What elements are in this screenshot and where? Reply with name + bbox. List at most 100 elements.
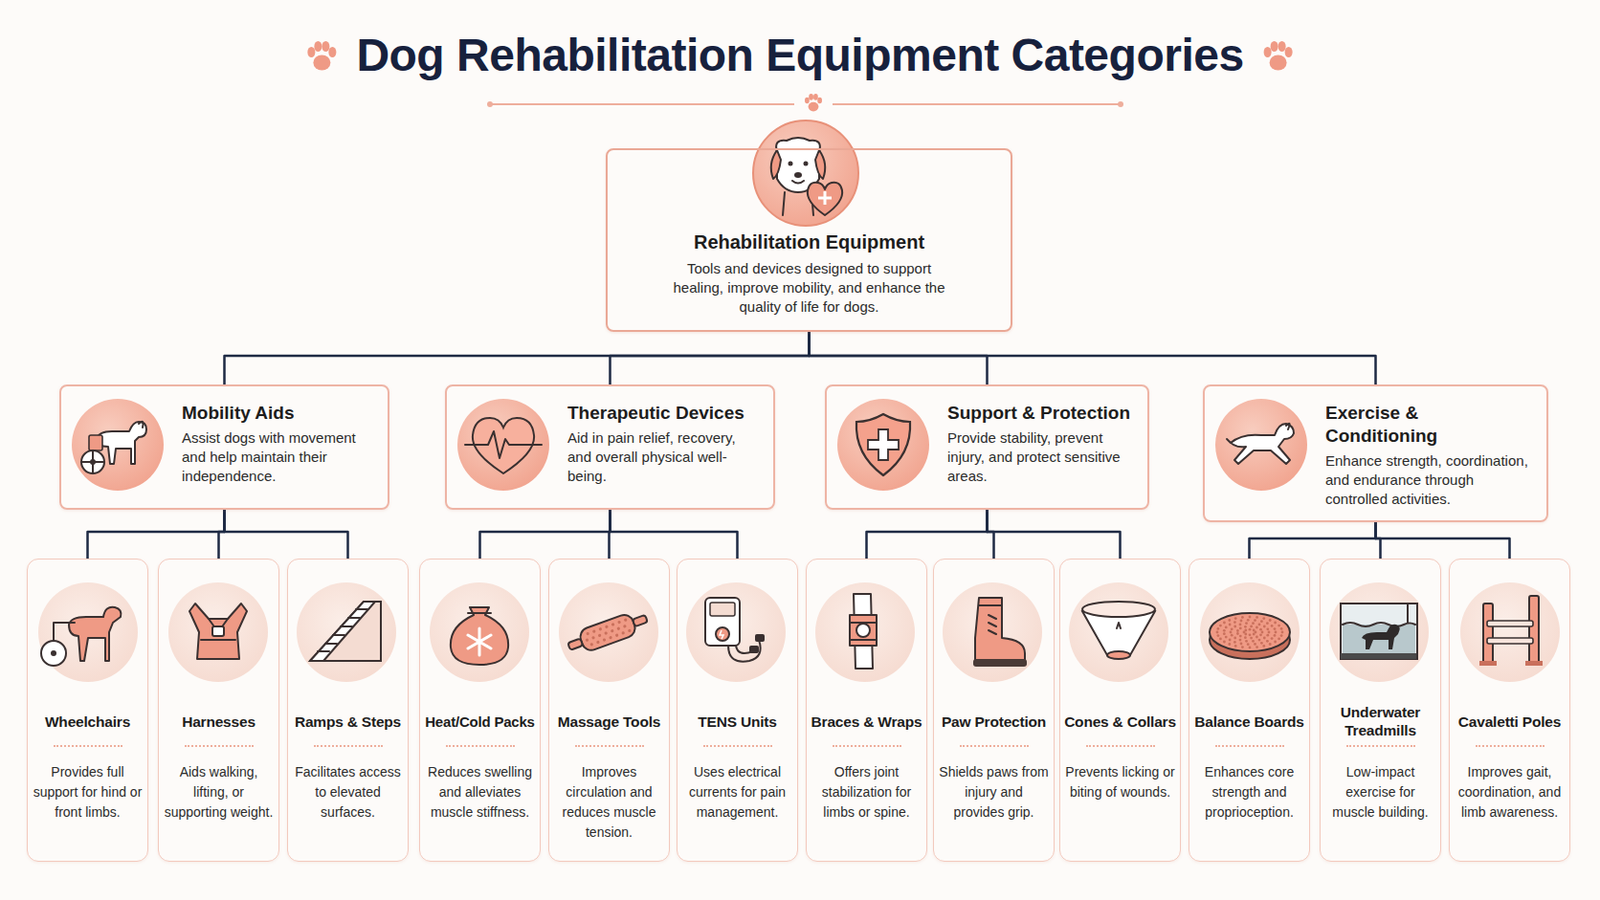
tree-connector [480,510,611,559]
massage-roller-icon-part [577,612,639,653]
therapeutic-icon-part [465,431,542,459]
massage-roller-icon-part-part [616,626,621,631]
root-icon-part [803,161,809,167]
exercise-icon-part [1215,399,1308,491]
balance-board-icon-part-part [1262,617,1266,621]
massage-roller-icon-part-part [622,624,627,629]
harness-icon-part [168,582,268,683]
massage-roller-icon-part-part [627,628,632,633]
paw-boot-icon [942,582,1043,683]
balance-board-icon-part-part [1241,616,1245,620]
balance-board-icon-part-part [1246,643,1250,646]
brace-icon-part [853,594,873,669]
balance-board-icon-part-part [1224,626,1228,630]
balance-board-icon-part-part [1217,627,1221,631]
support-icon-part [837,399,930,491]
balance-board-icon-part-part [1266,622,1269,625]
balance-board-icon-part-part [1249,637,1253,641]
massage-roller-icon-part-part [603,631,608,636]
balance-board-icon-part-part [1227,619,1231,623]
title-divider-part [487,101,493,108]
dotted-divider [313,745,383,748]
balance-board-icon-part-part [1230,627,1234,631]
dotted-divider [53,745,123,748]
underwater-treadmill-icon-part [1342,624,1416,658]
massage-roller-icon-part-part [591,636,596,641]
item-card: Ramps & StepsFacilitates access to eleva… [287,558,409,863]
box-heading: Cavaletti Poles [1458,712,1561,732]
balance-board-icon-part-part [1259,633,1263,637]
underwater-treadmill-icon-part [1340,653,1418,660]
massage-roller-icon-part-part [592,629,597,634]
root-icon [753,120,859,226]
tree-connector [610,510,738,559]
tens-unit-icon-part [715,627,730,642]
underwater-treadmill-icon-part [1361,624,1400,650]
brace-icon-part [856,623,870,638]
cone-icon-part [1116,622,1121,629]
balance-board-icon-part-part [1277,638,1281,642]
balance-board-icon-part-part [1228,639,1232,643]
box-description: Provides full support for hind or front … [31,762,144,823]
item-card: Underwater TreadmillsLow-impact exercise… [1319,558,1442,863]
balance-board-icon-part-part [1227,643,1231,646]
massage-roller-icon-part-part [621,631,625,636]
ramp-icon-part [310,601,376,662]
harness-icon-part [200,619,236,641]
balance-board-icon-part-part [1239,639,1243,643]
dotted-divider [1475,745,1545,748]
root-icon-part [818,191,832,205]
balance-board-icon-part-part [1239,623,1243,627]
cavaletti-icon-part [1483,603,1493,664]
category-box: Exercise & ConditioningEnhance strength,… [1202,384,1549,523]
balance-board-icon-part-part [1236,629,1240,633]
cavaletti-icon-part [1487,638,1534,645]
title-area: Cavaletti Poles [1453,699,1566,744]
dotted-divider [959,745,1029,748]
item-card: Paw ProtectionShields paws from injury a… [933,558,1055,863]
balance-board-icon-part-part [1239,627,1243,631]
balance-board-icon-part-part [1240,643,1244,646]
dotted-divider [184,745,254,748]
heat-cold-pack-icon-part [450,607,509,666]
item-card: TENS UnitsUses electrical currents for p… [676,558,799,863]
box-description: Shields paws from injury and provides gr… [937,762,1050,823]
box-heading: Underwater Treadmills [1324,703,1437,740]
balance-board-icon-part-part [1280,627,1284,631]
balance-board-icon-part-part [1270,637,1274,641]
box-heading: TENS Units [697,712,777,732]
tens-unit-icon-part [755,634,765,643]
balance-board-icon-part-part [1239,635,1243,639]
tree-connector [224,332,810,385]
box-heading: Wheelchairs [44,712,131,732]
balance-board-icon-part-part [1255,626,1259,630]
balance-board-icon-part-part [1222,629,1226,633]
brace-icon [815,582,915,683]
box-heading: Therapeutic Devices [567,401,762,425]
balance-board-icon-part-part [1255,616,1259,620]
mobility-icon [71,399,164,491]
balance-board-icon-part-part [1244,629,1247,633]
balance-board-icon-part-part [1273,634,1277,638]
balance-board-icon-part-part [1230,634,1234,638]
massage-roller-icon [527,551,691,715]
root-icon-part [807,182,843,216]
underwater-treadmill-icon-part [1407,603,1418,660]
balance-board-icon-part-part [1240,620,1244,623]
diagram-title: Dog Rehabilitation Equipment Categories [355,29,1244,81]
title-divider-part-part [804,93,823,112]
therapeutic-icon-part [457,399,550,491]
box-heading: Balance Boards [1194,712,1304,732]
balance-board-icon-part-part [1244,625,1247,629]
dotted-divider [1086,745,1156,748]
item-card: Massage ToolsImproves circulation and re… [548,558,670,863]
massage-roller-icon-part [582,618,631,648]
balance-board-icon-part [1216,616,1285,650]
balance-board-icon-part-part [1263,625,1267,629]
underwater-treadmill-icon-part [1329,582,1429,683]
box-description: Low-impact exercise for muscle building. [1324,762,1437,823]
balance-board-icon-part-part [1222,622,1226,625]
balance-board-icon-part-part [1255,645,1259,649]
wheelchair-icon [38,582,138,683]
